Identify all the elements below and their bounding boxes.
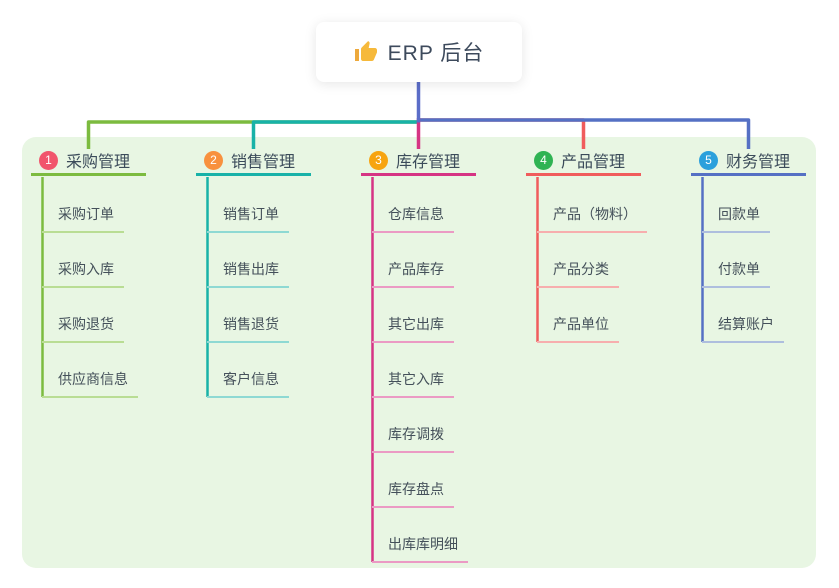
branch-label: 库存管理	[396, 154, 461, 171]
child-node[interactable]: 产品单位	[537, 314, 619, 343]
root-node[interactable]: ERP 后台	[316, 22, 522, 82]
child-label: 产品分类	[553, 261, 609, 277]
branch-node-1[interactable]: 1 采购管理	[31, 147, 146, 176]
branch-label: 销售管理	[231, 154, 296, 171]
child-label: 销售订单	[223, 206, 279, 222]
child-label: 其它入库	[388, 371, 444, 387]
child-node[interactable]: 付款单	[702, 259, 770, 288]
branch-number-badge: 3	[369, 150, 388, 170]
branch-label: 采购管理	[66, 154, 131, 171]
child-label: 采购入库	[58, 261, 114, 277]
child-node[interactable]: 产品库存	[372, 259, 454, 288]
child-node[interactable]: 其它入库	[372, 369, 454, 398]
child-label: 产品（物料）	[553, 206, 637, 222]
branch-number-badge: 5	[699, 150, 718, 170]
branches-panel	[22, 137, 816, 568]
child-label: 销售退货	[223, 316, 279, 332]
branch-node-4[interactable]: 4 产品管理	[526, 147, 641, 176]
child-node[interactable]: 库存调拨	[372, 424, 454, 453]
branch-node-3[interactable]: 3 库存管理	[361, 147, 476, 176]
child-label: 结算账户	[718, 316, 774, 332]
branch-node-2[interactable]: 2 销售管理	[196, 147, 311, 176]
child-label: 客户信息	[223, 371, 279, 387]
branch-number-badge: 2	[204, 150, 223, 170]
child-label: 库存调拨	[388, 426, 444, 442]
child-node[interactable]: 产品（物料）	[537, 204, 647, 233]
child-label: 付款单	[718, 261, 760, 277]
child-node[interactable]: 采购订单	[42, 204, 124, 233]
child-node[interactable]: 产品分类	[537, 259, 619, 288]
child-label: 仓库信息	[388, 206, 444, 222]
child-node[interactable]: 其它出库	[372, 314, 454, 343]
child-label: 销售出库	[223, 261, 279, 277]
child-label: 采购退货	[58, 316, 114, 332]
child-label: 其它出库	[388, 316, 444, 332]
child-label: 采购订单	[58, 206, 114, 222]
branch-node-5[interactable]: 5 财务管理	[691, 147, 806, 176]
child-label: 产品库存	[388, 261, 444, 277]
child-node[interactable]: 仓库信息	[372, 204, 454, 233]
child-label: 产品单位	[553, 316, 609, 332]
child-label: 回款单	[718, 206, 760, 222]
child-node[interactable]: 出库库明细	[372, 534, 468, 563]
branch-number-badge: 1	[39, 150, 58, 170]
thumbs-up-icon	[354, 40, 378, 64]
root-title: ERP 后台	[387, 42, 485, 65]
child-node[interactable]: 销售出库	[207, 259, 289, 288]
child-node[interactable]: 销售订单	[207, 204, 289, 233]
child-node[interactable]: 客户信息	[207, 369, 289, 398]
child-node[interactable]: 采购退货	[42, 314, 124, 343]
child-node[interactable]: 供应商信息	[42, 369, 138, 398]
branch-label: 产品管理	[561, 154, 626, 171]
child-node[interactable]: 结算账户	[702, 314, 784, 343]
branch-label: 财务管理	[726, 154, 791, 171]
child-node[interactable]: 回款单	[702, 204, 770, 233]
child-label: 库存盘点	[388, 481, 444, 497]
child-node[interactable]: 库存盘点	[372, 479, 454, 508]
child-label: 供应商信息	[58, 371, 128, 387]
branch-number-badge: 4	[534, 150, 553, 170]
child-node[interactable]: 采购入库	[42, 259, 124, 288]
child-node[interactable]: 销售退货	[207, 314, 289, 343]
child-label: 出库库明细	[388, 536, 458, 552]
